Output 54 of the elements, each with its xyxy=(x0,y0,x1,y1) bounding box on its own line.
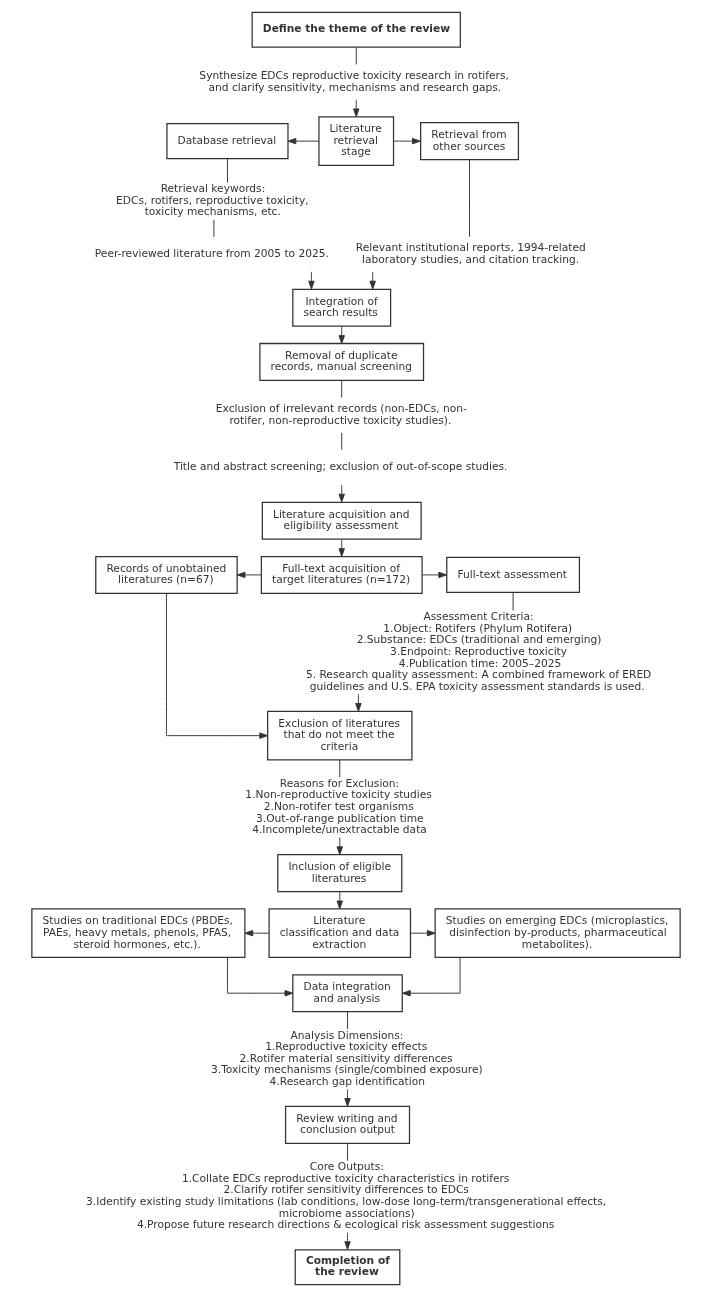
connector xyxy=(512,592,514,612)
arrow xyxy=(392,137,421,145)
node-text: Synthesize EDCs reproductive toxicity research in rotifers, and clarify sensitivity, mechanisms and research gaps. xyxy=(198,68,509,94)
node-box: Literature retrieval stage xyxy=(317,116,394,166)
arrow xyxy=(369,271,376,290)
connector xyxy=(355,47,357,65)
arrow xyxy=(307,271,315,290)
arrow xyxy=(338,325,345,344)
node-box: Database retrieval xyxy=(165,123,289,160)
node-text: Peer-reviewed literature from 2005 to 2025. xyxy=(94,247,329,261)
node-box: Literature classification and data extraction xyxy=(267,908,411,958)
arrow xyxy=(244,929,269,937)
arrow xyxy=(338,484,345,503)
node-box: Integration of search results xyxy=(291,288,391,327)
node-box: Inclusion of eligible literatures xyxy=(276,854,402,893)
node-text: Title and abstract screening; exclusion of out-of-scope studies. xyxy=(173,460,507,474)
node-text: Exclusion of irrelevant records (non-EDCs, non-rotifer, non-reproductive toxicity studies). xyxy=(215,402,467,427)
arrow xyxy=(409,929,436,937)
node-box: Data integration and analysis xyxy=(291,974,403,1013)
arrow xyxy=(421,571,447,579)
connector xyxy=(346,1142,348,1162)
connector xyxy=(346,1011,348,1030)
arrow xyxy=(226,957,293,997)
connector xyxy=(212,219,214,238)
node-text: Reasons for Exclusion: 1.Non-reproductive toxicity studies 2.Non-rotifer test organisms 3.Out-of-range publication time 4.Incomplete/unextractable data xyxy=(244,776,432,837)
node-box: Full-text acquisition of target literatures (n=172) xyxy=(260,555,423,594)
node-box: Full-text assessment xyxy=(445,556,580,593)
arrow xyxy=(401,957,461,997)
arrow xyxy=(287,137,319,145)
node-text: Retrieval keywords: EDCs, rotifers, reproductive toxicity, toxicity mechanisms, etc. xyxy=(115,182,309,219)
node-box: Define the theme of the review xyxy=(251,11,461,48)
node-box: Removal of duplicate records, manual screening xyxy=(258,342,424,381)
arrow xyxy=(236,571,262,579)
node-text: Assessment Criteria: 1.Object: Rotifers (Phylum Rotifera) 2.Substance: EDCs (traditional and emerging) 3.Endpoint: Reproductive toxicity 4.Publication time: 2005–2025 5. Research quality assessment: A combined framework of ERED guidelines and U.S. EPA toxicity assessment standards is used. xyxy=(305,610,651,693)
node-box: Exclusion of literatures that do not meet the criteria xyxy=(266,710,413,761)
node-box: Completion of the review xyxy=(294,1249,400,1286)
arrow xyxy=(354,693,362,712)
arrow xyxy=(343,1088,351,1107)
node-box: Literature acquisition and eligibility assessment xyxy=(261,501,422,540)
connector xyxy=(338,759,340,778)
node-text: Analysis Dimensions: 1.Reproductive toxicity effects 2.Rotifer material sensitivity differences 3.Toxicity mechanisms (single/combined exposure) 4.Research gap identification xyxy=(210,1028,483,1088)
node-box: Studies on traditional EDCs (PBDEs, PAEs, heavy metals, phenols, PFAS, steroid hormones, etc.). xyxy=(30,908,245,958)
connector xyxy=(226,158,228,184)
node-box: Review writing and conclusion output xyxy=(284,1105,410,1144)
connector xyxy=(340,432,342,451)
arrow xyxy=(338,538,345,557)
connector xyxy=(340,380,342,398)
node-text: Core Outputs: 1.Collate EDCs reproductive toxicity characteristics in rotifers 2.Clarify rotifer sensitivity differences to EDCs 3.Identify existing study limitations (lab conditions, low-dose long-term/transgenerational effects, microbiome associations) 4.Propose future research directions & ecological risk assessment suggestions xyxy=(85,1160,606,1232)
node-text: Relevant institutional reports, 1994-related laboratory studies, and citation tracking. xyxy=(355,241,586,266)
arrow xyxy=(165,592,268,739)
node-box: Retrieval from other sources xyxy=(419,122,519,161)
node-box: Studies on emerging EDCs (microplastics, disinfection by-products, pharmaceutical metabolites). xyxy=(434,908,681,958)
connector xyxy=(468,159,470,238)
node-box: Records of unobtained literatures (n=67) xyxy=(94,555,238,594)
